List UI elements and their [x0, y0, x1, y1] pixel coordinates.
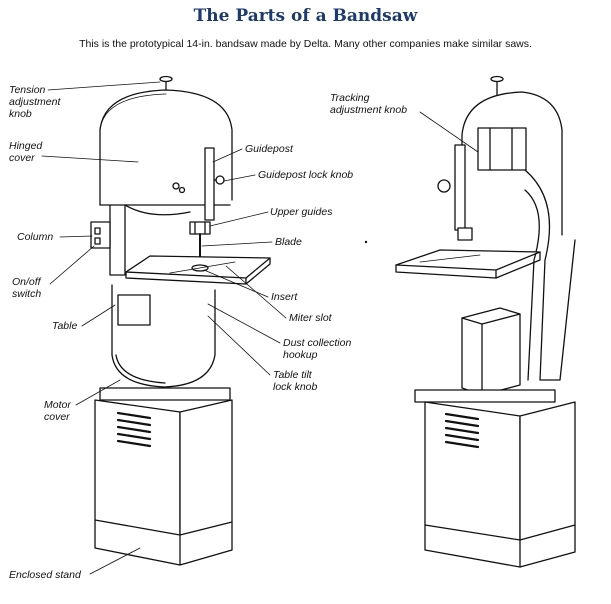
enclosed-stand-drawing	[94, 399, 181, 536]
enclosed-stand-right-drawing	[424, 401, 521, 541]
diagram-title: The Parts of a Bandsaw	[193, 6, 418, 26]
column-drawing	[109, 204, 126, 276]
lower-housing-drawing	[111, 284, 216, 388]
label-upper-guides: Upper guides	[270, 206, 333, 218]
stand-vents-left	[116, 411, 152, 448]
leader-lines	[41, 81, 479, 575]
right-bandsaw	[395, 75, 576, 568]
label-table: Table	[52, 320, 78, 332]
label-dust-collection-hookup: Dust collection hookup	[283, 337, 352, 361]
label-guidepost-lock-knob: Guidepost lock knob	[258, 169, 354, 181]
motor-box-drawing	[461, 307, 521, 396]
stand-vents-right	[444, 412, 480, 449]
tracking-mechanism-drawing	[477, 127, 527, 171]
label-miter-slot: Miter slot	[289, 312, 332, 324]
diagram-subtitle: This is the prototypical 14-in. bandsaw …	[79, 38, 532, 50]
upper-guides-drawing	[189, 221, 211, 235]
label-guidepost: Guidepost	[245, 143, 293, 155]
hinged-cover-drawing	[99, 89, 233, 206]
label-column: Column	[17, 231, 54, 243]
label-onoff-switch: On/off switch	[12, 276, 42, 300]
left-bandsaw	[90, 75, 271, 566]
label-hinged-cover: Hinged cover	[9, 140, 43, 164]
label-table-tilt-lock-knob: Table tilt lock knob	[273, 369, 318, 393]
label-motor-cover: Motor cover	[44, 399, 71, 423]
guidepost-drawing	[204, 147, 215, 221]
label-blade: Blade	[275, 236, 302, 248]
label-insert: Insert	[271, 291, 298, 303]
label-enclosed-stand: Enclosed stand	[9, 569, 81, 581]
label-tension-adjustment-knob: Tension adjustment knob	[9, 84, 61, 120]
label-tracking-adjustment-knob: Tracking adjustment knob	[330, 92, 408, 116]
table-drawing	[125, 255, 271, 279]
motor-cover-drawing	[117, 294, 151, 326]
